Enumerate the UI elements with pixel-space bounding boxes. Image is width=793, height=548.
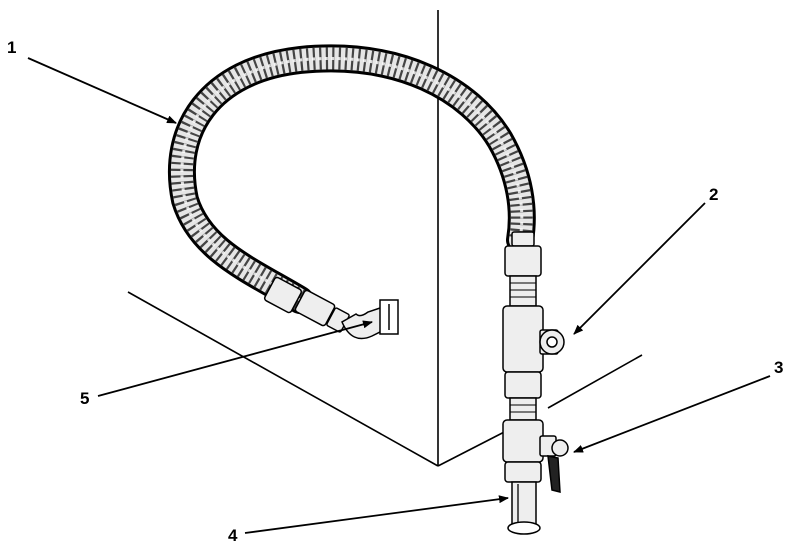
callout-2: 2 <box>709 185 718 204</box>
valve-lever <box>547 455 561 493</box>
callout-leaders <box>27 57 771 534</box>
floor-opening <box>507 521 541 535</box>
lower-tee-body <box>502 419 544 463</box>
leader-2 <box>573 202 706 335</box>
left-nut <box>263 276 303 314</box>
callout-3: 3 <box>774 358 783 377</box>
plug-center <box>546 336 558 348</box>
middle-threads <box>509 397 537 421</box>
leader-5 <box>97 320 373 397</box>
hose-highlight <box>180 57 524 302</box>
flexible-hose-icon <box>167 44 536 314</box>
appliance-bottom-left-edge <box>127 291 439 467</box>
top-ferrule <box>511 231 535 247</box>
upper-thread-lines <box>510 282 536 298</box>
vertical-fitting-assembly <box>502 231 569 535</box>
callout-5: 5 <box>80 389 89 408</box>
top-hex-nut <box>504 245 542 277</box>
appliance-bottom-right-edge-far <box>547 354 643 409</box>
hose-left-fittings <box>263 276 399 340</box>
callout-1: 1 <box>7 38 16 57</box>
valve-handle-icon <box>551 439 569 457</box>
callout-labels: 1 2 3 4 5 <box>7 38 783 545</box>
appliance-bottom-right-edge <box>437 427 513 467</box>
middle-hex-nut <box>504 371 542 399</box>
leader-4 <box>244 495 509 534</box>
leader-1 <box>27 57 177 124</box>
tee-fitting-icon <box>502 305 544 373</box>
leader-3 <box>573 375 771 453</box>
left-coupling <box>294 289 336 327</box>
pipe-icon <box>511 481 537 529</box>
callout-4: 4 <box>228 526 238 545</box>
middle-thread-lines <box>510 404 536 413</box>
bottom-hex-nut <box>504 461 542 483</box>
upper-threads <box>509 275 537 307</box>
elbow-fitting-icon <box>341 307 385 340</box>
